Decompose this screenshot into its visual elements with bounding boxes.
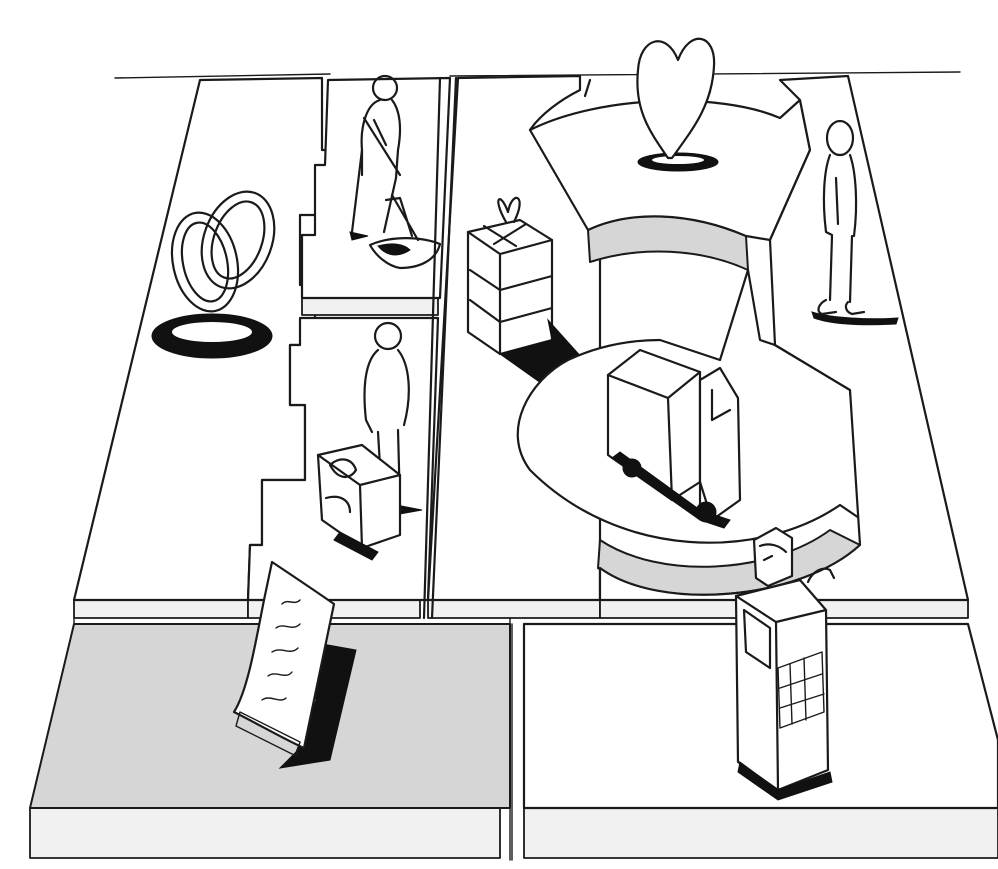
key-activities-block <box>302 78 450 315</box>
